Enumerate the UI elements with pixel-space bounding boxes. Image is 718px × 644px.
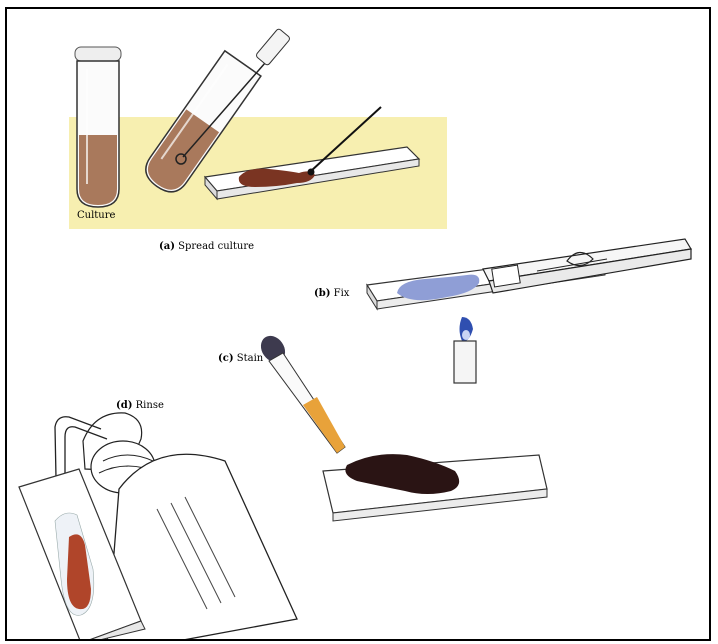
panel-d-caption: (d) Rinse [116,400,164,411]
clothespin [483,239,691,293]
figure-frame: Culture (a) Spread culture (b) Fix (c) S… [5,7,711,641]
culture-tube [75,47,121,207]
panel-c-text: Stain [237,353,263,364]
panel-c-caption: (c) Stain [218,353,263,364]
panel-d-letter: (d) [116,400,132,411]
panel-c-letter: (c) [218,353,234,364]
staining-procedure-illustration [7,9,711,641]
smear-b [397,275,479,301]
panel-a-letter: (a) [159,241,175,252]
panel-a-caption: (a) Spread culture [159,241,254,252]
culture-tube-label: Culture [77,210,115,221]
dropper [256,331,345,453]
slide-c [323,454,547,521]
burner-flame [454,317,476,383]
panel-b-letter: (b) [314,288,330,299]
panel-b-text: Fix [334,288,350,299]
panel-b-caption: (b) Fix [314,288,349,299]
panel-d-text: Rinse [136,400,164,411]
panel-a-text: Spread culture [178,241,254,252]
